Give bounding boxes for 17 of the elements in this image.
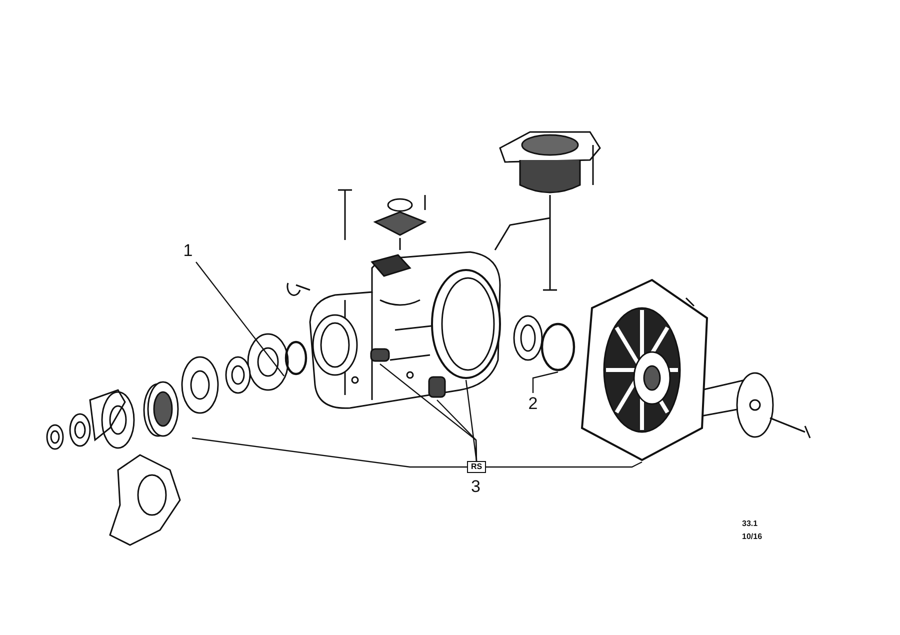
leader-line — [436, 400, 478, 462]
leader-line — [532, 371, 558, 393]
callout-number: 3 — [471, 477, 480, 497]
leader-line — [192, 437, 467, 468]
leader-line — [486, 461, 642, 468]
o-ring-drawing — [284, 340, 308, 376]
drawing-reference-note: 33.1 — [742, 519, 758, 528]
drawing-reference-note: 10/16 — [742, 532, 762, 541]
callout-number: 2 — [525, 393, 541, 415]
leader-line — [465, 380, 478, 462]
drain-plug-drawing — [426, 374, 448, 400]
leader-line — [196, 262, 284, 376]
kit-code-label: RS — [467, 461, 486, 473]
callout-number: 1 — [180, 240, 196, 262]
housing-flange-drawing — [430, 268, 502, 380]
o-ring-drawing — [540, 322, 576, 372]
plug-drawing — [368, 346, 392, 364]
